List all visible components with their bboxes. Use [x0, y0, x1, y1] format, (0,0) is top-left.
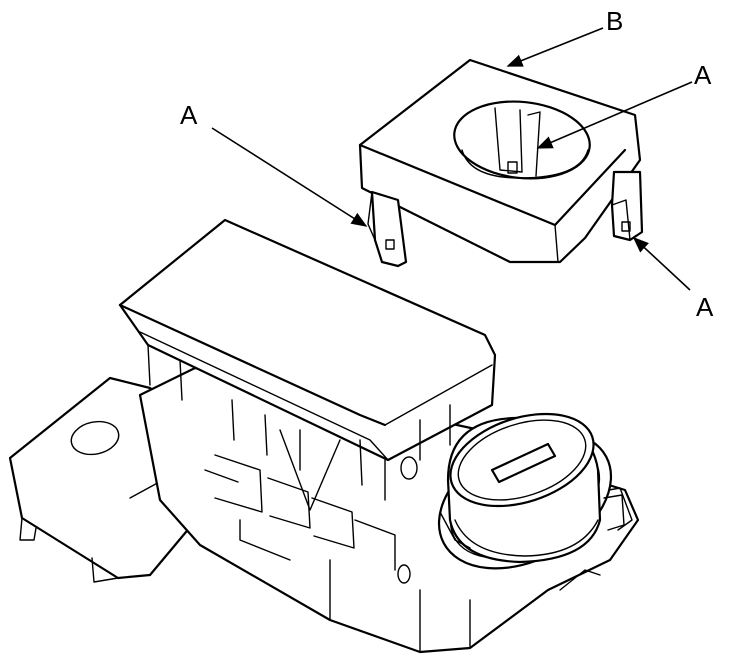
switch-housing	[8, 218, 640, 654]
bezel-leg-right	[610, 170, 644, 242]
leader-a-top-right	[536, 81, 693, 149]
key-slot	[490, 442, 557, 484]
callout-a-top-right: A	[694, 60, 712, 90]
leader-a-left	[211, 127, 368, 227]
callout-b-top: B	[606, 6, 623, 36]
leader-a-bottom-right	[632, 236, 691, 291]
leader-b	[506, 27, 604, 67]
leader-lines	[211, 27, 693, 291]
bezel-leg-left	[367, 190, 408, 268]
lock-cylinder	[437, 412, 625, 570]
mounting-hole	[70, 420, 120, 456]
upper-block	[118, 218, 497, 511]
callout-a-left: A	[180, 100, 198, 130]
bezel-cover	[358, 58, 644, 268]
callout-a-bottom-right: A	[696, 292, 714, 322]
